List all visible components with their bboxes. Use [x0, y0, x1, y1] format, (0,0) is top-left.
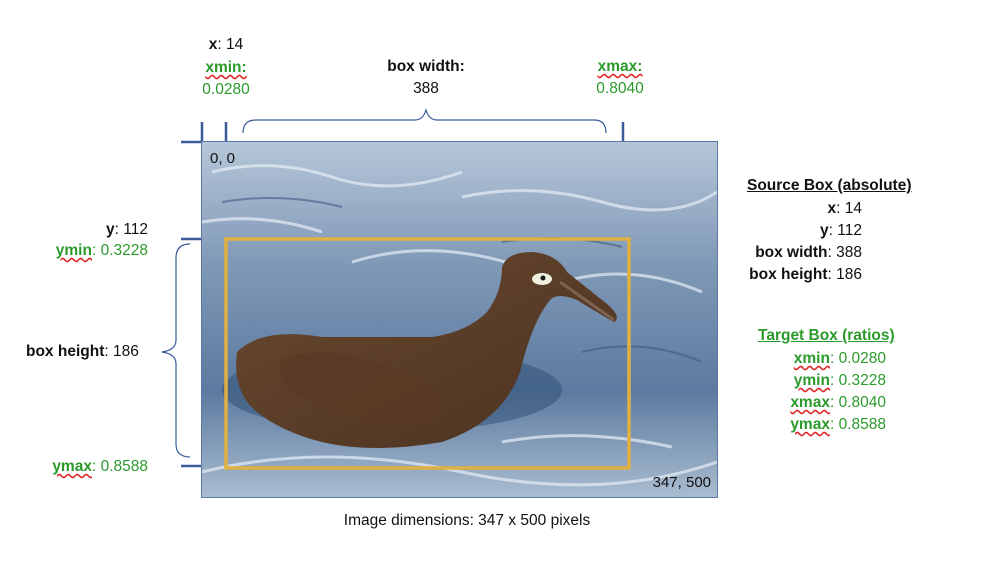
origin-label: 0, 0 [210, 150, 236, 167]
ymin-label: ymin: 0.3228 [55, 242, 148, 259]
target-box-title: Target Box (ratios) [758, 327, 895, 344]
target-row-ymax: ymax: 0.8588 [790, 416, 886, 433]
albatross-photo: 0, 0 347, 500 [201, 141, 718, 498]
source-row-x: x: 14 [827, 200, 862, 217]
source-row-box-height: box height: 186 [749, 266, 862, 283]
xmax-label: xmax: [597, 58, 643, 75]
y-label: y: 112 [106, 221, 148, 238]
x-label: x: 14 [208, 36, 244, 53]
source-row-y: y: 112 [820, 222, 862, 239]
bounding-box [224, 237, 631, 470]
source-box-title: Source Box (absolute) [747, 177, 912, 194]
source-row-box-width: box width: 388 [755, 244, 862, 261]
target-row-ymin: ymin: 0.3228 [793, 372, 886, 389]
xmax-value: 0.8040 [596, 80, 644, 97]
xmin-label: xmin: [205, 59, 247, 76]
box-width-brace [242, 107, 607, 134]
ymax-label: ymax: 0.8588 [52, 458, 148, 475]
xmin-value: 0.0280 [202, 81, 250, 98]
box-width-label: box width: [387, 58, 465, 75]
box-height-label: box height: 186 [26, 343, 139, 360]
source-box-rows: x: 14 y: 112 box width: 388 box height: … [737, 199, 862, 285]
corner-label: 347, 500 [652, 474, 711, 491]
box-width-value: 388 [413, 80, 439, 97]
target-box-rows: xmin: 0.0280 ymin: 0.3228 xmax: 0.8040 y… [740, 349, 886, 435]
box-height-brace [161, 243, 191, 458]
albatross-shape [222, 252, 617, 448]
image-dimensions-caption: Image dimensions: 347 x 500 pixels [343, 512, 591, 529]
target-row-xmin: xmin: 0.0280 [793, 350, 886, 367]
target-row-xmax: xmax: 0.8040 [790, 394, 886, 411]
